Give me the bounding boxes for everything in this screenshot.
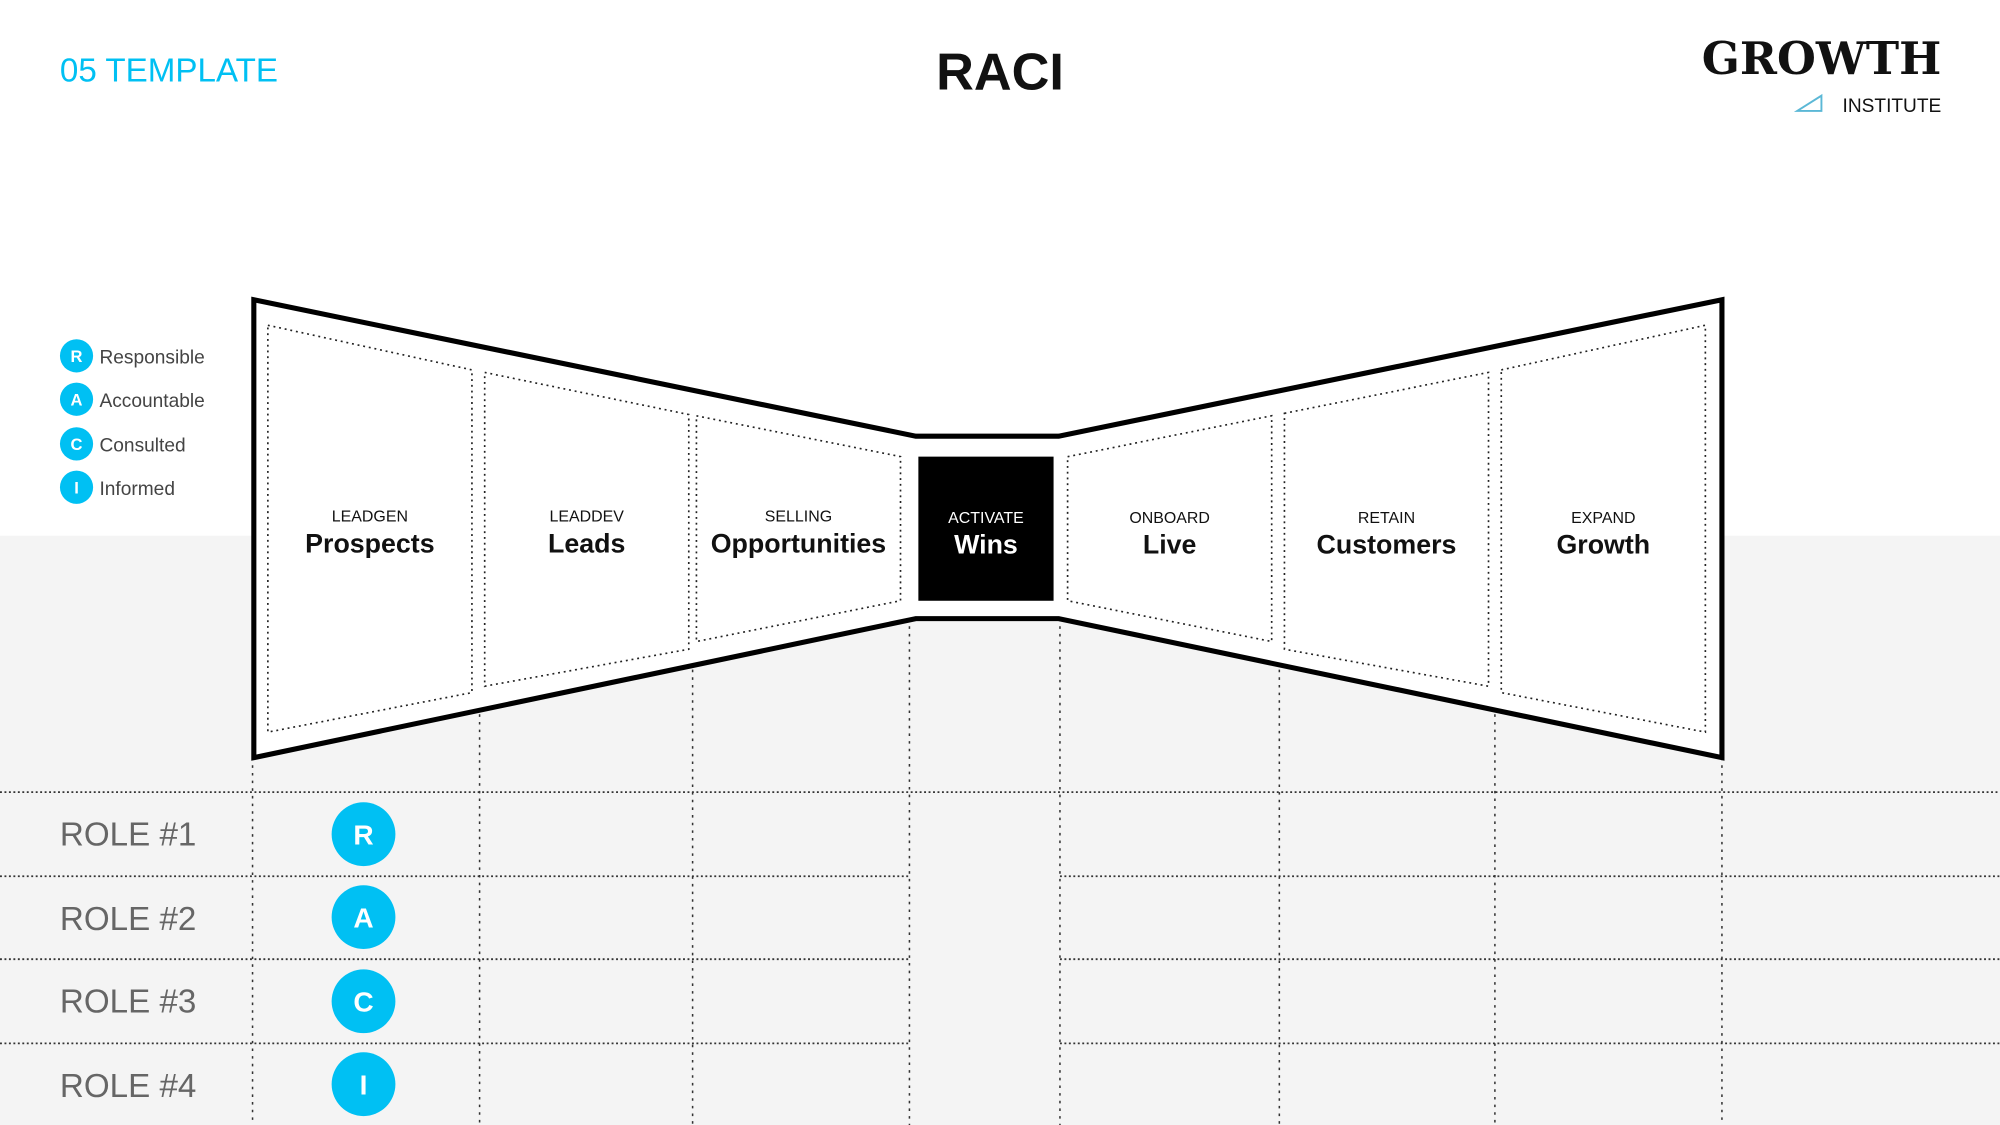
stage-name: Opportunities <box>711 528 886 558</box>
stage-label: LEADGEN <box>332 509 408 526</box>
legend-badge <box>59 382 94 416</box>
legend-letter: R <box>71 347 83 366</box>
logo-line-2: INSTITUTE <box>1843 96 1942 117</box>
role-label: ROLE #3 <box>60 984 196 1021</box>
role-label: ROLE #2 <box>60 901 196 938</box>
raci-badge <box>331 885 396 949</box>
stage-activate: ACTIVATE Wins <box>948 510 1024 560</box>
stage-label: ACTIVATE <box>948 510 1024 527</box>
legend-letter: C <box>71 435 83 454</box>
raci-letter: A <box>353 902 373 933</box>
legend-item-consulted: C Consulted <box>59 427 186 461</box>
stage-name: Live <box>1143 530 1197 560</box>
logo-mountain-icon <box>1793 93 1823 112</box>
bowtie-funnel: LEADGEN Prospects LEADDEV Leads SELLING Opp… <box>251 296 1725 761</box>
stage-retain: RETAIN Customers <box>1317 510 1457 560</box>
stage-label: ONBOARD <box>1129 510 1210 527</box>
legend-label: Consulted <box>99 436 185 457</box>
raci-letter: I <box>360 1069 368 1100</box>
stage-label: EXPAND <box>1571 510 1635 527</box>
raci-letter: R <box>353 819 373 850</box>
growth-institute-logo: GROWTH INSTITUTE <box>1702 32 1942 117</box>
legend-letter: I <box>74 479 79 498</box>
stage-leadgen: LEADGEN Prospects <box>305 509 434 559</box>
stage-leaddev: LEADDEV Leads <box>548 509 625 559</box>
stage-selling: SELLING Opportunities <box>711 509 886 559</box>
legend-label: Informed <box>99 479 174 500</box>
stage-expand: EXPAND Growth <box>1556 510 1650 560</box>
legend-badge <box>59 339 94 373</box>
stage-name: Wins <box>954 530 1018 560</box>
stage-name: Customers <box>1317 530 1457 560</box>
legend-letter: A <box>71 391 83 410</box>
stage-name: Prospects <box>305 528 434 558</box>
legend-badge <box>59 470 94 504</box>
legend-item-responsible: R Responsible <box>59 339 205 373</box>
stage-name: Leads <box>548 528 625 558</box>
role-row-1: ROLE #1 R <box>60 802 396 867</box>
role-row-2: ROLE #2 A <box>60 885 396 949</box>
role-label: ROLE #1 <box>60 817 196 854</box>
stage-label: LEADDEV <box>550 509 625 526</box>
legend-label: Accountable <box>99 391 204 412</box>
grid-lines <box>0 618 2000 1125</box>
activate-wins-box <box>918 456 1054 601</box>
raci-badge <box>331 969 396 1034</box>
template-label: 05 TEMPLATE <box>60 53 278 90</box>
legend: R Responsible A Accountable C Consulted … <box>59 339 205 504</box>
role-row-4: ROLE #4 I <box>60 1052 396 1117</box>
stage-onboard: ONBOARD Live <box>1129 510 1210 560</box>
raci-badge <box>331 802 396 867</box>
stage-name: Growth <box>1556 530 1650 560</box>
role-row-3: ROLE #3 C <box>60 969 396 1034</box>
role-label: ROLE #4 <box>60 1068 196 1105</box>
legend-label: Responsible <box>99 348 204 369</box>
raci-badge <box>331 1052 396 1117</box>
logo-line-1: GROWTH <box>1702 32 1942 85</box>
legend-item-accountable: A Accountable <box>59 382 205 416</box>
raci-letter: C <box>353 986 373 1017</box>
stage-label: RETAIN <box>1358 510 1415 527</box>
legend-item-informed: I Informed <box>59 470 175 504</box>
stage-label: SELLING <box>765 509 832 526</box>
legend-badge <box>59 427 94 461</box>
page-title: RACI <box>936 43 1064 101</box>
